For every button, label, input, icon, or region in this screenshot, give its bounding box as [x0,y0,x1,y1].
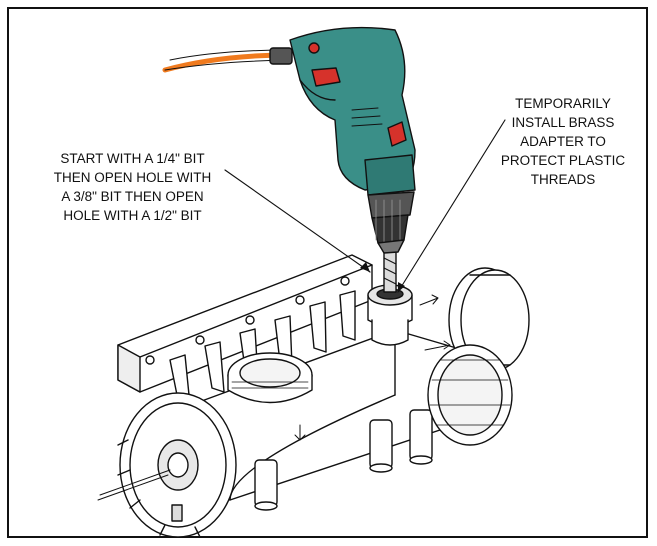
arrowhead-brass-adapter [398,282,405,292]
top-threaded-port [227,352,313,404]
leader-line-brass-adapter [397,119,506,293]
callout-drill-bits-line-1: START WITH A 1/4" BIT [60,151,205,166]
leader-lines [224,119,506,293]
valve-ribs [169,290,356,406]
callout-brass-adapter-line-1: TEMPORARILY [515,96,611,111]
callout-brass-adapter-line-5: THREADS [530,172,596,187]
brass-adapter [367,284,413,346]
valve-legs [254,409,433,511]
flow-arrows [294,294,451,441]
arrowhead-drill-bits [360,262,370,272]
callout-brass-adapter-line-2: INSTALL BRASS [511,115,615,130]
power-drill [162,26,416,254]
callout-drill-bits-line-2: THEN OPEN HOLE WITH [53,170,212,185]
right-inlet-outlet [427,267,530,446]
leader-line-drill-bits [224,169,371,273]
callout-drill-bits-line-3: A 3/8" BIT THEN OPEN [61,189,204,204]
drill-bit [383,249,397,293]
callout-drill-bits-line-4: HOLE WITH A 1/2" BIT [63,208,202,223]
callout-drill-bits: START WITH A 1/4" BIT THEN OPEN HOLE WIT… [30,149,235,225]
left-end-cap [97,392,237,538]
callout-brass-adapter-line-3: ADAPTER TO [520,134,606,149]
callout-brass-adapter-line-4: PROTECT PLASTIC [500,153,626,168]
callout-brass-adapter: TEMPORARILY INSTALL BRASS ADAPTER TO PRO… [488,94,638,189]
